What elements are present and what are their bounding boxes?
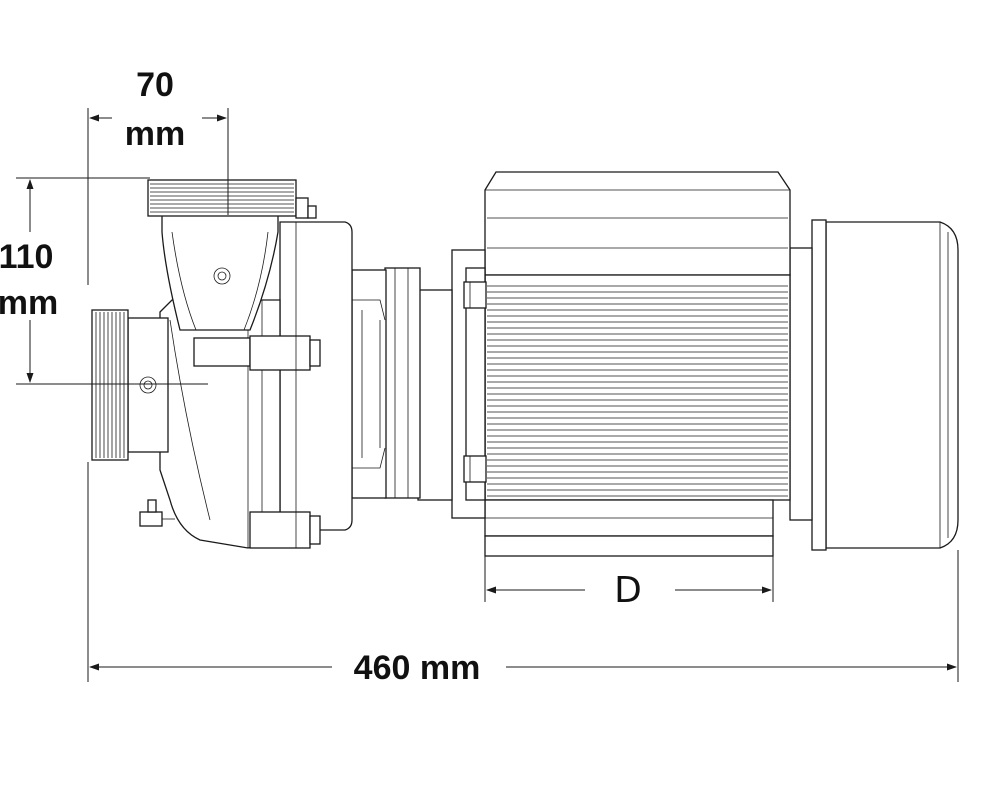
motor-end-cap (789, 219, 959, 551)
height-value: 110 (0, 238, 53, 276)
top-width-value: 70 (136, 66, 174, 104)
dimension-total-length (87, 462, 959, 688)
terminal-box (484, 171, 791, 276)
height-unit: mm (0, 284, 58, 322)
inlet-thread (91, 309, 129, 461)
outlet-thread (147, 179, 297, 217)
coupling-adapter (351, 267, 453, 501)
pump-housing (91, 179, 353, 549)
drain-plug (139, 499, 175, 527)
base-length-label: D (614, 570, 642, 611)
top-width-unit: mm (125, 115, 185, 153)
motor-front-flange (451, 249, 487, 519)
dimension-base-length (484, 556, 774, 609)
motor-housing (484, 274, 791, 557)
total-length-label: 460 mm (354, 649, 481, 687)
dimension-height (0, 177, 208, 385)
motor (451, 171, 959, 557)
dimension-top-width (87, 98, 229, 285)
